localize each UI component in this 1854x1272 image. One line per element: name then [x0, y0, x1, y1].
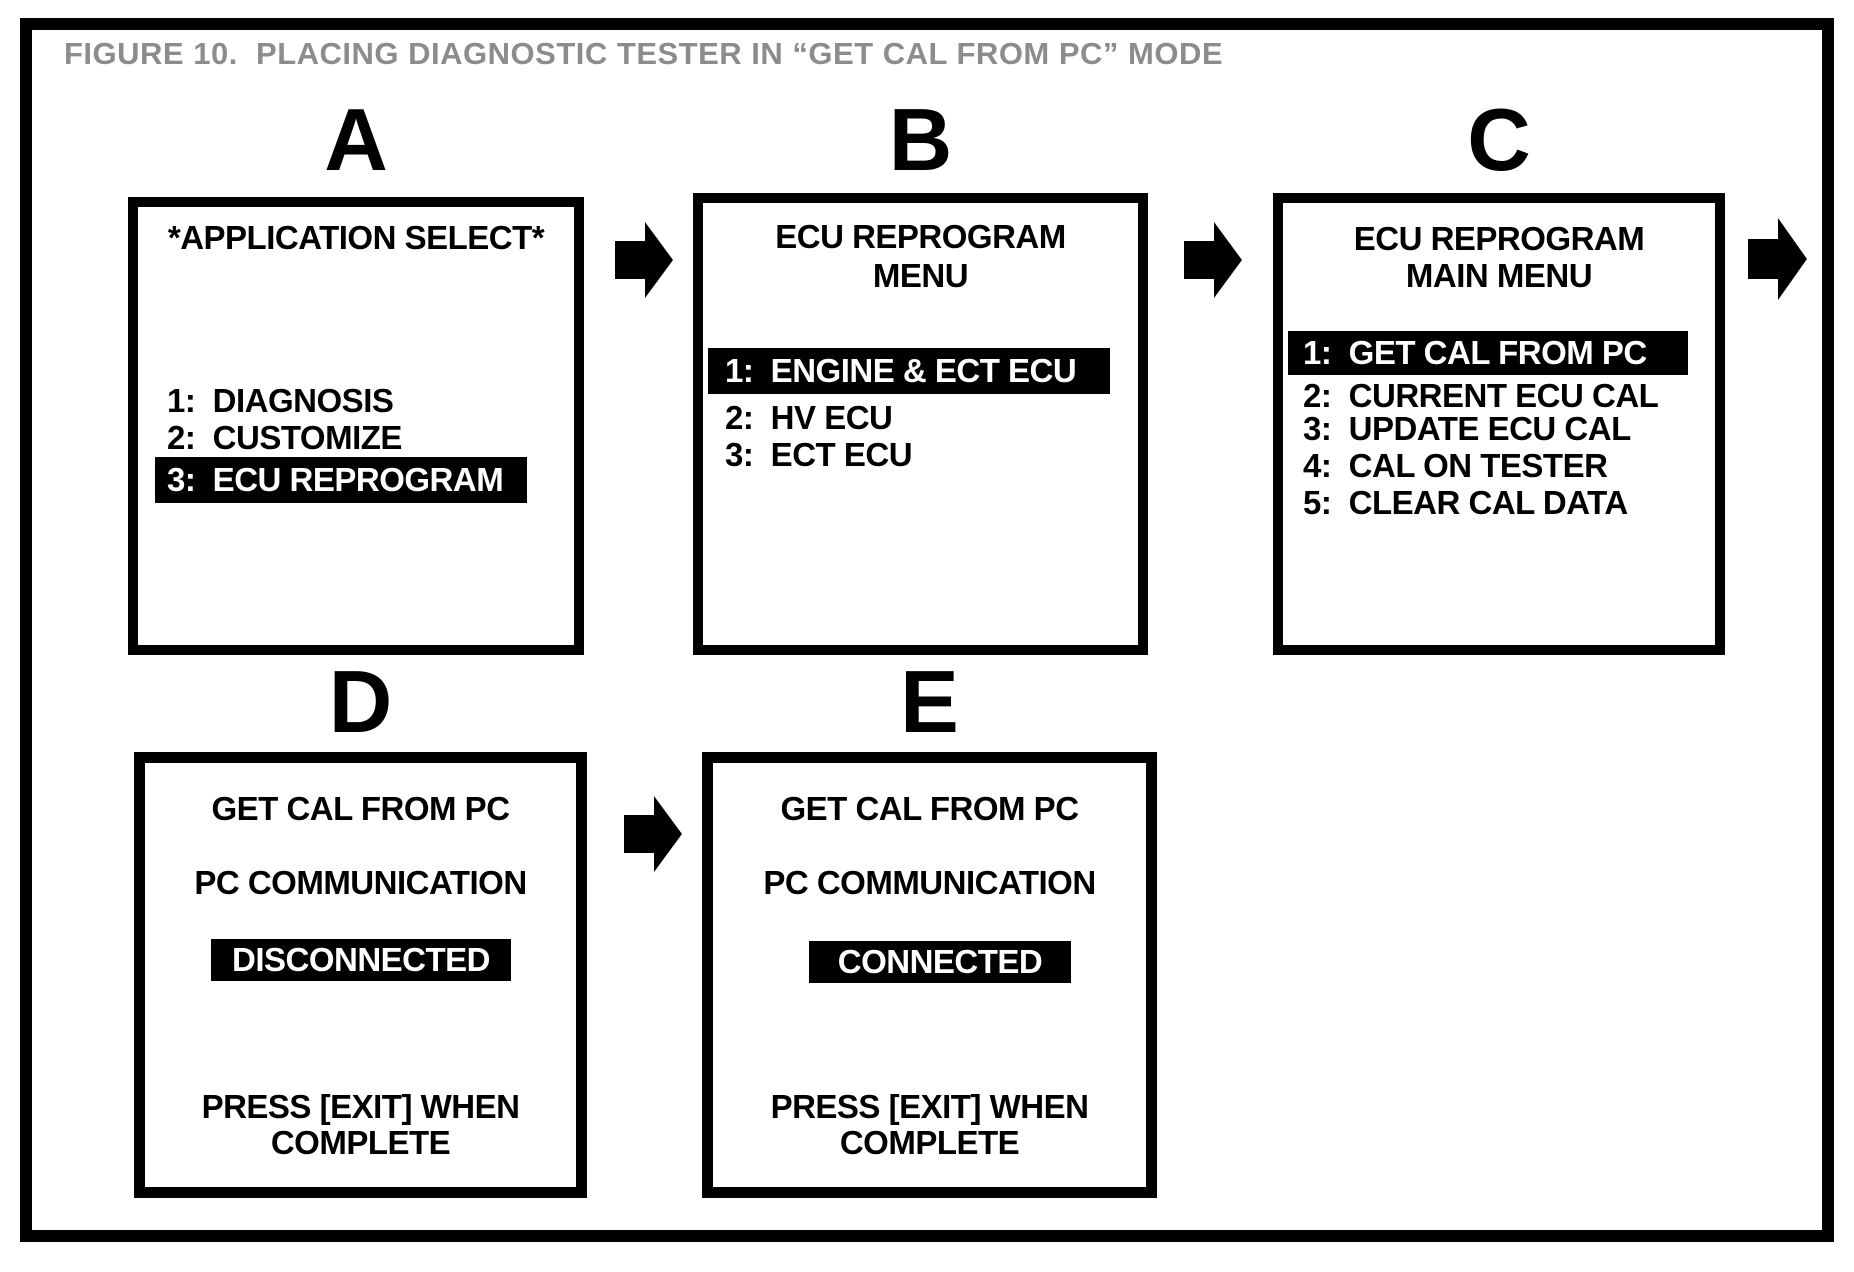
screen-b-item-1-highlighted: 1: ENGINE & ECT ECU [708, 348, 1110, 394]
screen-a-step-label: A [324, 90, 388, 189]
screen-c-item-3: 3: UPDATE ECU CAL [1303, 410, 1631, 447]
screen-d-line1: GET CAL FROM PC [211, 790, 510, 827]
screen-c-step-label: C [1467, 90, 1531, 189]
screen-d-line2: PC COMMUNICATION [194, 864, 527, 901]
screen-a-item-3-text: 3: ECU REPROGRAM [167, 461, 504, 499]
screen-a: *APPLICATION SELECT* 1: DIAGNOSIS 2: CUS… [128, 197, 584, 655]
screen-e: GET CAL FROM PC PC COMMUNICATION CONNECT… [702, 752, 1157, 1198]
screen-d-status-badge: DISCONNECTED [211, 939, 511, 981]
screen-c-item-2: 2: CURRENT ECU CAL [1303, 377, 1659, 414]
screen-c-item-4: 4: CAL ON TESTER [1303, 447, 1608, 484]
figure-title: FIGURE 10. PLACING DIAGNOSTIC TESTER IN … [64, 36, 1224, 71]
screen-c-title-line2: MAIN MENU [1405, 257, 1593, 294]
screen-c: ECU REPROGRAM MAIN MENU 1: GET CAL FROM … [1273, 193, 1725, 655]
screen-b-title-line2: MENU [872, 257, 969, 294]
screen-b-item-1-text: 1: ENGINE & ECT ECU [725, 352, 1077, 390]
screen-c-item-1-highlighted: 1: GET CAL FROM PC [1288, 331, 1688, 375]
screen-d: GET CAL FROM PC PC COMMUNICATION DISCONN… [134, 752, 587, 1198]
screen-a-title: *APPLICATION SELECT* [167, 219, 545, 256]
arrow-d-to-e-icon [624, 796, 682, 872]
screen-a-item-1: 1: DIAGNOSIS [167, 382, 394, 419]
screen-a-item-2: 2: CUSTOMIZE [167, 419, 402, 456]
arrow-b-to-c-icon [1184, 222, 1242, 298]
screen-e-status-badge: CONNECTED [809, 941, 1071, 983]
screen-b: ECU REPROGRAM MENU 1: ENGINE & ECT ECU 2… [693, 193, 1148, 655]
screen-b-item-2: 2: HV ECU [725, 399, 893, 436]
screen-c-item-5: 5: CLEAR CAL DATA [1303, 484, 1628, 521]
screen-b-title-line1: ECU REPROGRAM [775, 218, 1066, 255]
screen-b-item-3: 3: ECT ECU [725, 436, 913, 473]
arrow-c-continue-icon [1748, 218, 1807, 300]
screen-e-footer-line2: COMPLETE [839, 1124, 1020, 1161]
screen-c-item-1-text: 1: GET CAL FROM PC [1303, 334, 1647, 372]
screen-d-step-label: D [328, 652, 393, 751]
screen-d-footer-line1: PRESS [EXIT] WHEN [201, 1088, 520, 1125]
screen-e-line2: PC COMMUNICATION [763, 864, 1096, 901]
screen-e-line1: GET CAL FROM PC [780, 790, 1079, 827]
screen-d-footer-line2: COMPLETE [270, 1124, 451, 1161]
screen-e-step-label: E [900, 652, 959, 751]
screen-e-footer-line1: PRESS [EXIT] WHEN [770, 1088, 1089, 1125]
screen-c-title-line1: ECU REPROGRAM [1353, 220, 1645, 257]
arrow-a-to-b-icon [615, 222, 673, 298]
screen-b-step-label: B [888, 90, 953, 189]
screen-a-item-3-highlighted: 3: ECU REPROGRAM [155, 457, 527, 503]
screen-e-status-text: CONNECTED [837, 943, 1043, 981]
screen-d-status-text: DISCONNECTED [231, 941, 491, 979]
